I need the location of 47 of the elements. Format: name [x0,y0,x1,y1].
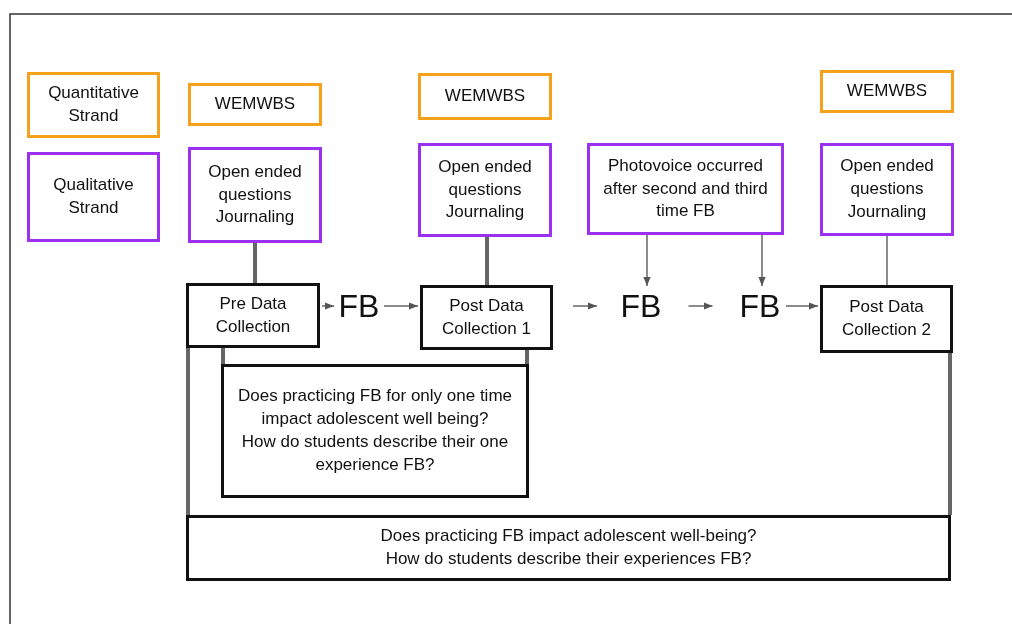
arrow [321,302,335,310]
step-label: FB [336,289,382,323]
process-box [420,285,553,350]
process-box [820,285,953,353]
box-text: Quantitative Strand [47,82,140,127]
step-label: FB [736,289,784,323]
box-text: Does practicing FB impact adolescent well-being? [380,525,757,548]
box-text: Qualitative Strand [52,174,135,219]
connector-line [186,348,190,515]
process-box [188,147,322,243]
arrow [758,234,766,287]
process-box [188,83,322,126]
process-box [820,143,954,236]
process-box [186,283,320,348]
arrow [785,302,819,310]
step-label: FB [617,289,665,323]
arrow [687,302,714,310]
process-box [418,143,552,237]
connector-line [525,350,529,364]
process-box [27,72,160,138]
connector-line [886,235,888,286]
process-box [820,70,954,113]
box-text: WEMWBS [214,93,296,116]
arrow [383,302,419,310]
box-text: WEMWBS [444,85,526,108]
process-box [186,515,951,581]
box-text: Does practicing FB for only one time impact adolescent well being? [237,385,513,431]
box-text: Photovoice occurred after second and third time FB [602,154,769,223]
connector-line [948,353,952,515]
box-text: Open ended questions Journaling [437,155,533,224]
process-box [221,364,529,498]
process-box [587,143,784,235]
box-text: Post Data Collection 2 [841,296,932,341]
box-text: Post Data Collection 1 [441,294,532,340]
connector-line [253,243,257,283]
box-text: Pre Data Collection [214,292,292,338]
box-text: Open ended questions Journaling [839,155,935,223]
connector-line [485,237,489,285]
arrow [572,302,598,310]
process-box [418,73,552,120]
arrow [643,234,651,287]
process-box [27,152,160,242]
connector-line [221,348,225,364]
box-text: How do students describe their one experience FB? [240,431,510,476]
box-text: WEMWBS [846,80,928,103]
box-text: How do students describe their experiences FB? [385,548,752,570]
box-text: Open ended questions Journaling [207,160,303,229]
